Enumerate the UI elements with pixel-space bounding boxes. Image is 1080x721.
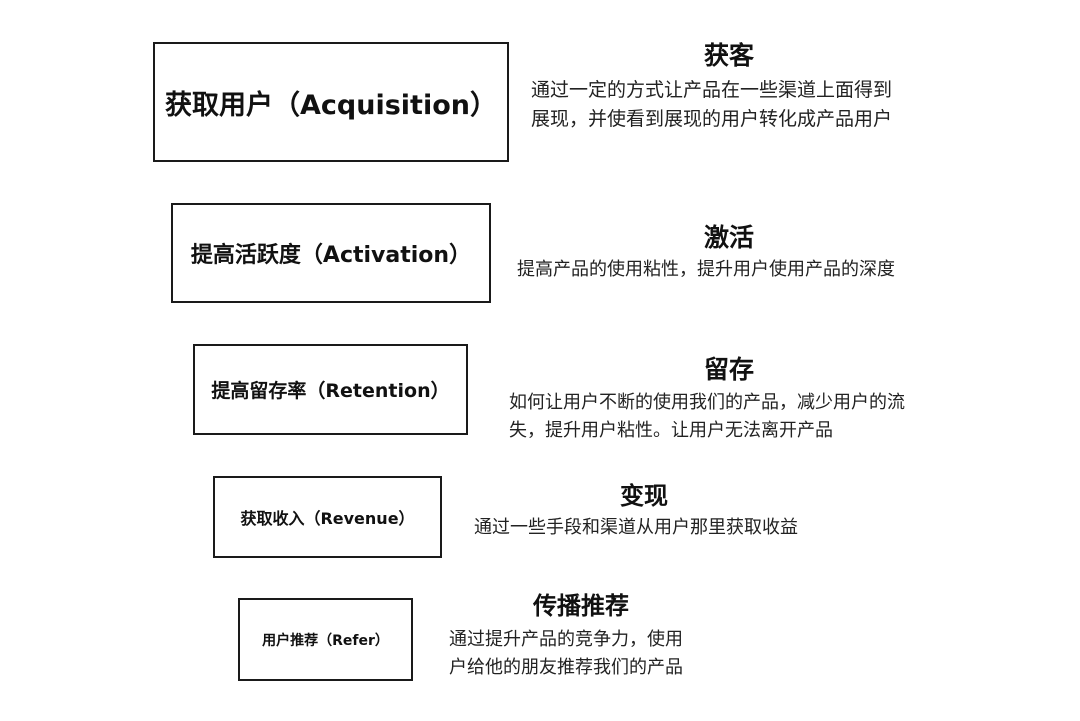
description-line: 提高产品的使用粘性，提升用户使用产品的深度 — [517, 259, 895, 280]
stage-box-revenue: 获取收入（Revenue） — [213, 476, 442, 558]
stage-title-retention: 留存 — [704, 355, 755, 384]
stage-box-label: 获取收入（Revenue） — [240, 509, 415, 528]
description-line: 失，提升用户粘性。让用户无法离开产品 — [509, 419, 833, 441]
description-line: 户给他的朋友推荐我们的产品 — [449, 656, 683, 678]
stage-title-revenue: 变现 — [620, 482, 668, 510]
stage-box-acquisition: 获取用户（Acquisition） — [153, 42, 509, 162]
description-line: 通过一些手段和渠道从用户那里获取收益 — [474, 517, 798, 538]
stage-description-referral: 通过提升产品的竞争力，使用 户给他的朋友推荐我们的产品 — [449, 626, 683, 682]
description-line: 通过一定的方式让产品在一些渠道上面得到 — [531, 79, 893, 101]
stage-title-acquisition: 获客 — [704, 41, 755, 70]
description-line: 通过提升产品的竞争力，使用 — [449, 629, 683, 650]
stage-description-activation: 提高产品的使用粘性，提升用户使用产品的深度 — [517, 256, 895, 284]
stage-description-acquisition: 通过一定的方式让产品在一些渠道上面得到 展现，并使看到展现的用户转化成产品用户 — [531, 76, 892, 135]
stage-box-retention: 提高留存率（Retention） — [193, 344, 468, 435]
stage-title-activation: 激活 — [704, 223, 755, 252]
stage-box-label: 提高活跃度（Activation） — [190, 243, 472, 268]
stage-box-label: 用户推荐（Refer） — [262, 632, 389, 649]
stage-box-label: 获取用户（Acquisition） — [165, 89, 497, 121]
stage-title-referral: 传播推荐 — [533, 592, 629, 620]
stage-description-retention: 如何让用户不断的使用我们的产品，减少用户的流 失，提升用户粘性。让用户无法离开产… — [509, 389, 905, 445]
stage-box-activation: 提高活跃度（Activation） — [171, 203, 491, 303]
description-line: 如何让用户不断的使用我们的产品，减少用户的流 — [509, 392, 905, 413]
stage-box-referral: 用户推荐（Refer） — [238, 598, 413, 681]
stage-box-label: 提高留存率（Retention） — [211, 380, 450, 402]
stage-description-revenue: 通过一些手段和渠道从用户那里获取收益 — [474, 514, 798, 542]
description-line: 展现，并使看到展现的用户转化成产品用户 — [531, 108, 893, 131]
